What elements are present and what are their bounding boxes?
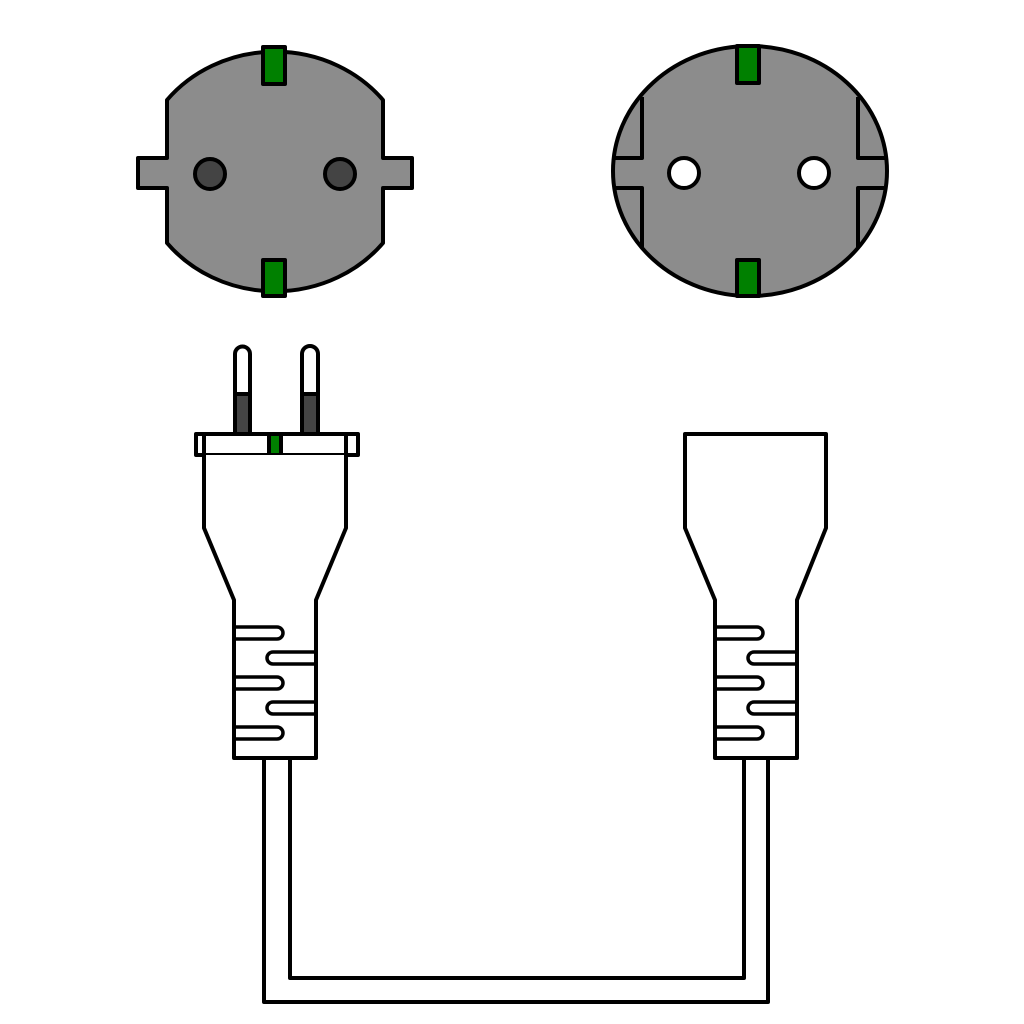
- connector: [683, 432, 828, 760]
- earth-clip-bottom: [735, 258, 761, 298]
- plug: [194, 344, 360, 760]
- earth-clip-top: [735, 44, 761, 85]
- socket-face: [611, 44, 889, 298]
- socket-notch-right: [856, 97, 887, 247]
- plug-earth-contact: [267, 432, 283, 457]
- cable: [262, 758, 770, 1004]
- connector-body: [683, 432, 828, 760]
- plug-face: [136, 45, 414, 298]
- earth-contact-bottom: [261, 258, 287, 298]
- earth-contact-top: [261, 45, 287, 86]
- socket-hole-left: [667, 156, 701, 190]
- plug-face-body: [136, 49, 414, 294]
- pin-right: [323, 157, 357, 191]
- pin-left: [193, 157, 227, 191]
- connector-grip: [715, 625, 797, 741]
- plug-grip: [234, 625, 316, 741]
- plug-pin-left-insulation: [233, 392, 252, 436]
- plug-pin-right-insulation: [300, 392, 320, 436]
- socket-notch-left: [613, 97, 644, 247]
- plug-body: [202, 455, 348, 760]
- socket-hole-right: [797, 156, 831, 190]
